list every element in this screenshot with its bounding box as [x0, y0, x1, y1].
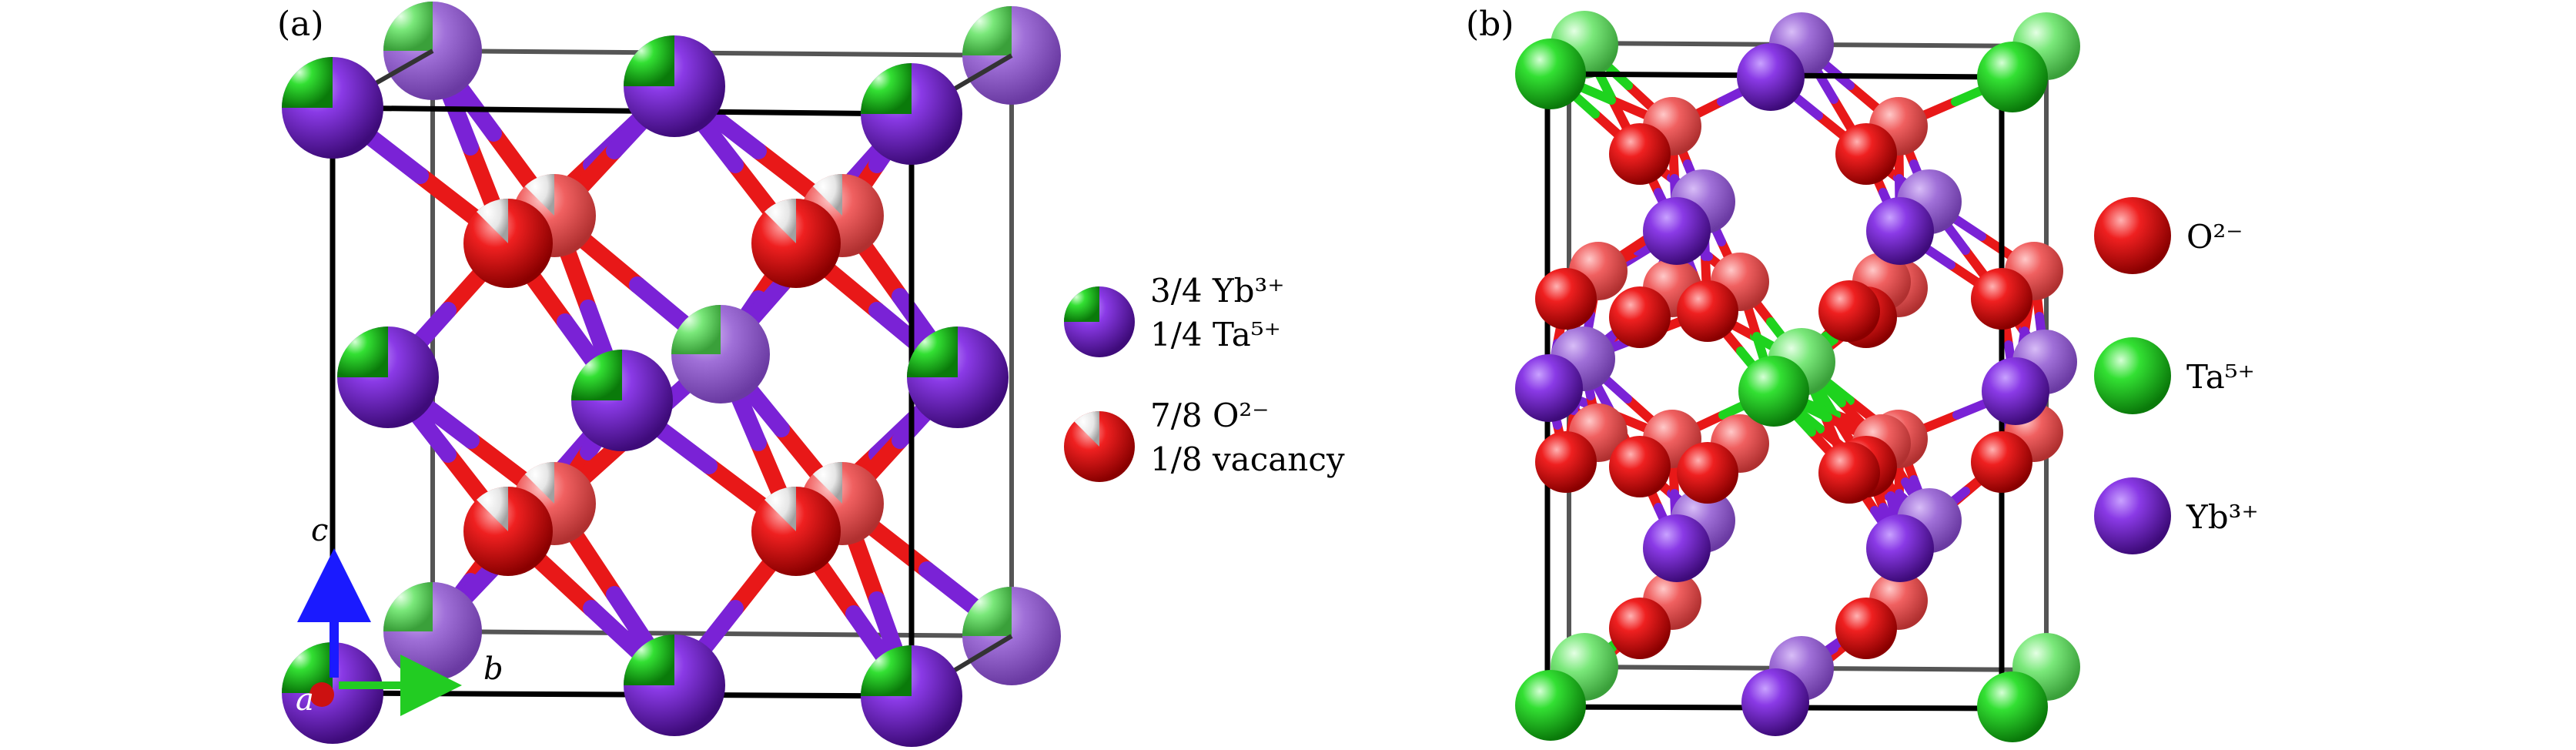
cell-edge: [332, 105, 912, 117]
legend-oxygen-line: 7/8 O²⁻: [1150, 397, 1270, 434]
panel-b-structure-diagram: [1515, 11, 2171, 742]
legend-oxygen-vacancy-text: 7/8 O²⁻ 1/8 vacancy: [1150, 394, 1345, 481]
ytterbium-atom-icon: [2094, 477, 2171, 554]
legend-ta-line: 1/4 Ta⁵⁺: [1150, 315, 1281, 353]
legend-yb-ta-text: 3/4 Yb³⁺ 1/4 Ta⁵⁺: [1150, 270, 1285, 357]
oxygen-atom: [1971, 431, 2032, 493]
yb-ta-mixed-site: [861, 63, 962, 165]
yb-ta-mixed-site: [383, 582, 482, 681]
panel-a-structure-diagram: [282, 2, 1135, 747]
legend-vacancy-line: 1/8 vacancy: [1150, 440, 1345, 478]
legend-tantalum-label: Ta⁵⁺: [2186, 358, 2255, 396]
oxygen-atom: [1535, 431, 1597, 493]
oxygen-atom: [1677, 280, 1738, 342]
panel-a-label: (a): [277, 5, 324, 44]
front-atoms: [1515, 39, 2049, 742]
oxygen-atom: [1835, 123, 1897, 185]
yb-ta-mixed-site-icon: [1064, 286, 1135, 357]
ytterbium-atom: [1866, 514, 1934, 582]
oxygen-atom: [1609, 123, 1671, 185]
legend-icons: [2094, 197, 2171, 554]
cell-edge: [332, 690, 912, 699]
front-atoms: [282, 35, 1009, 747]
axis-label-c: c: [311, 513, 329, 548]
oxygen-atom: [1609, 436, 1671, 497]
panel-b-ordered-structure: (b) O²⁻ Ta⁵⁺ Yb³⁺: [1386, 0, 2576, 750]
cell-edge: [432, 49, 1012, 58]
oxygen-vacancy-site: [751, 487, 841, 576]
crystal-axes-indicator: [297, 548, 462, 716]
oxygen-vacancy-site: [463, 487, 553, 576]
yb-ta-mixed-site: [671, 305, 770, 403]
oxygen-atom: [1818, 280, 1880, 342]
oxygen-vacancy-site: [463, 199, 553, 288]
tantalum-atom: [1515, 39, 1586, 109]
legend-ytterbium-label: Yb³⁺: [2186, 498, 2259, 536]
tantalum-atom: [1977, 671, 2048, 742]
panel-a-fluorite-structure: (a) 3/4 Yb³⁺ 1/4 Ta⁵⁺ 7/8 O²⁻ 1/8 vacanc…: [277, 2, 1345, 747]
yb-ta-mixed-site: [337, 326, 439, 428]
ytterbium-atom: [1982, 357, 2049, 425]
ytterbium-atom: [1643, 197, 1711, 265]
ytterbium-atom: [1643, 514, 1711, 582]
ytterbium-atom: [1737, 43, 1805, 111]
a-axis-arrow: [309, 682, 334, 707]
legend-yb-line: 3/4 Yb³⁺: [1150, 272, 1285, 310]
oxygen-vacancy-site-icon: [1064, 411, 1135, 482]
oxygen-atom: [1835, 598, 1897, 659]
tantalum-atom: [1515, 670, 1586, 741]
yb-ta-mixed-site: [907, 326, 1009, 428]
panel-b-label: (b): [1466, 5, 1514, 44]
ytterbium-atom: [1866, 197, 1934, 265]
yb-ta-mixed-site: [861, 645, 962, 747]
oxygen-vacancy-site: [751, 199, 841, 288]
tantalum-atom: [1738, 356, 1809, 427]
oxygen-atom: [1971, 268, 2032, 330]
legend-icons: [1064, 286, 1135, 482]
oxygen-atom: [1818, 442, 1880, 504]
tantalum-atom-icon: [2094, 337, 2171, 414]
ytterbium-atom: [1741, 668, 1809, 736]
yb-ta-mixed-site: [624, 634, 725, 736]
yb-ta-mixed-site: [571, 350, 673, 451]
oxygen-atom-icon: [2094, 197, 2171, 274]
legend-oxygen-label: O²⁻: [2186, 218, 2243, 256]
tantalum-atom: [1977, 42, 2048, 112]
yb-ta-mixed-site: [282, 57, 383, 159]
oxygen-atom: [1609, 286, 1671, 348]
ytterbium-atom: [1515, 354, 1583, 422]
axis-label-b: b: [483, 651, 503, 687]
oxygen-atom: [1677, 442, 1738, 504]
oxygen-atom: [1609, 598, 1671, 659]
axis-label-a: a: [296, 682, 314, 718]
oxygen-atom: [1535, 268, 1597, 330]
yb-ta-mixed-site: [624, 35, 725, 137]
